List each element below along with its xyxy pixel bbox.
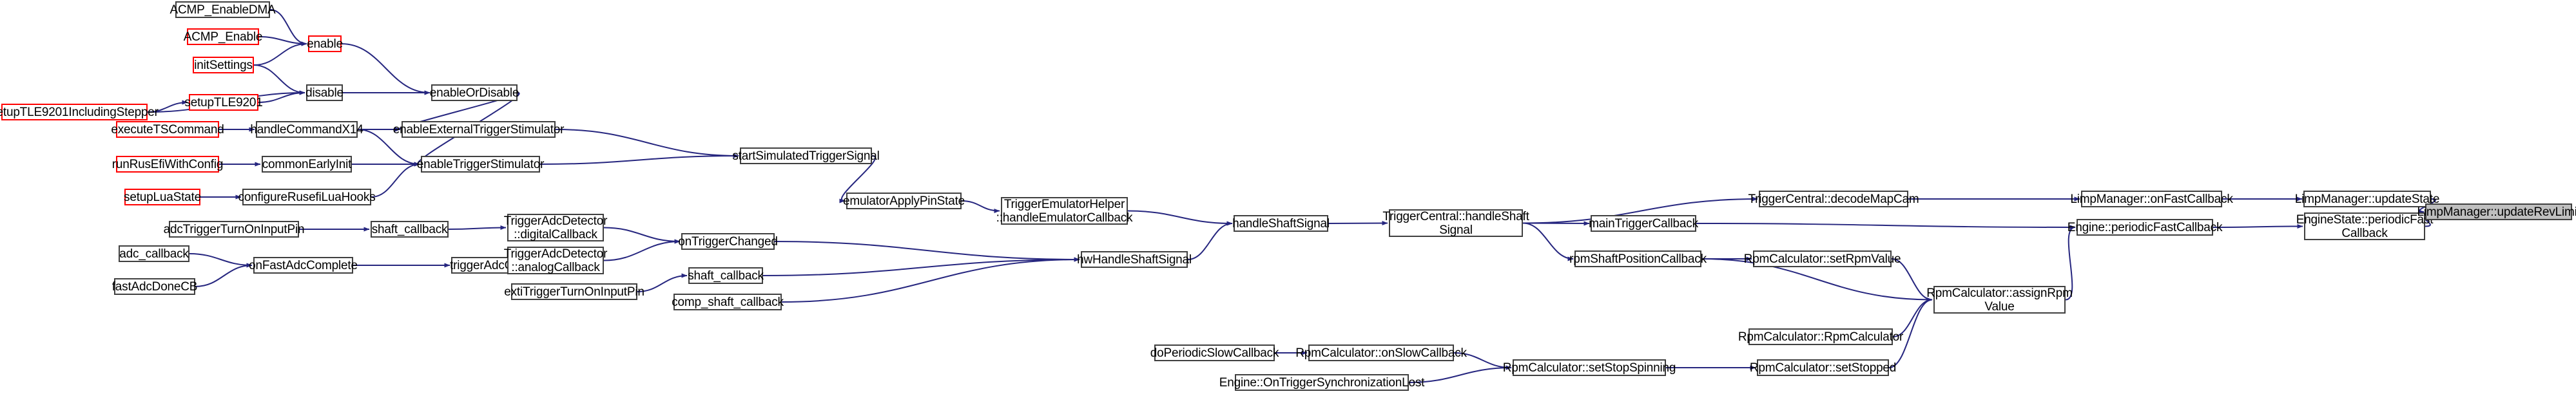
- graph-edge-init_settings-to-disable: [253, 64, 305, 95]
- graph-edge-trigger_adc_detector_digital_callback-to-on_trigger_changed: [603, 227, 681, 244]
- graph-edge-trigger_central_handle_shaft_signal-to-rpm_shaft_position_callback: [1522, 222, 1574, 261]
- graph-node-limp_manager_on_fast_callback[interactable]: LimpManager::onFastCallback: [2070, 191, 2233, 207]
- graph-edge-adc_callback-to-on_fast_adc_complete: [189, 253, 253, 268]
- graph-node-trigger_central_decode_map_cam[interactable]: TriggerCentral::decodeMapCam: [1748, 191, 1919, 207]
- graph-edge-shaft_callback_mid-to-hw_handle_shaft_signal: [762, 257, 1080, 276]
- graph-node-exti_trigger_turn_on_input_pin[interactable]: extiTriggerTurnOnInputPin: [504, 283, 644, 300]
- graph-node-rpm_shaft_position_callback[interactable]: rpmShaftPositionCallback: [1569, 250, 1707, 267]
- graph-node-enable[interactable]: enable: [307, 35, 343, 52]
- graph-edge-trigger_central_handle_shaft_signal-to-main_trigger_callback: [1522, 221, 1590, 226]
- graph-node-run_rusefi_with_config[interactable]: runRusEfiWithConfig: [112, 156, 223, 173]
- graph-node-limp_manager_update_rev_limit[interactable]: LimpManager::updateRevLimit: [2417, 203, 2576, 220]
- graph-node-enable_trigger_stimulator[interactable]: enableTriggerStimulator: [417, 156, 544, 173]
- graph-node-engine_on_trigger_synchronization_lost[interactable]: Engine::OnTriggerSynchronizationLost: [1219, 374, 1424, 391]
- graph-node-setup_lua_state[interactable]: setupLuaState: [124, 189, 201, 205]
- graph-node-setup_tle9201[interactable]: setupTLE9201: [184, 94, 263, 111]
- graph-node-shaft_callback_mid[interactable]: shaft_callback: [688, 267, 764, 284]
- graph-node-start_simulated_trigger_signal[interactable]: startSimulatedTriggerSignal: [732, 147, 880, 164]
- graph-node-fast_adc_done_cb[interactable]: fastAdcDoneCB: [112, 278, 197, 295]
- graph-edge-engine_periodic_fast_callback-to-engine_state_periodic_fast_callback: [2213, 224, 2303, 229]
- graph-node-handle_shaft_signal[interactable]: handleShaftSignal: [1232, 215, 1330, 232]
- graph-node-adc_trigger_turn_on_input_pin[interactable]: adcTriggerTurnOnInputPin: [164, 221, 305, 238]
- graph-node-trigger_emulator_helper_handle_emulator_callback[interactable]: TriggerEmulatorHelper ::handleEmulatorCa…: [996, 197, 1133, 225]
- graph-node-engine_periodic_fast_callback[interactable]: Engine::periodicFastCallback: [2068, 219, 2222, 236]
- graph-edge-comp_shaft_callback-to-hw_handle_shaft_signal: [781, 257, 1080, 303]
- graph-edge-configure_rusefi_lua_hooks-to-enable_trigger_stimulator: [371, 162, 420, 198]
- graph-node-do_periodic_slow_callback[interactable]: doPeriodicSlowCallback: [1150, 344, 1279, 361]
- graph-edge-shaft_callback_top-to-trigger_adc_detector_digital_callback: [448, 225, 507, 231]
- graph-edge-main_trigger_callback-to-engine_periodic_fast_callback: [1696, 223, 2076, 230]
- graph-node-engine_state_periodic_fast_callback[interactable]: EngineState::periodicFast Callback: [2296, 212, 2434, 240]
- graph-node-trigger_adc_detector_analog_callback[interactable]: TriggerAdcDetector ::analogCallback: [503, 247, 608, 274]
- graph-edge-setup_tle9201-to-disable: [258, 90, 305, 103]
- graph-node-enable_external_trigger_stimulator[interactable]: enableExternalTriggerStimulator: [393, 121, 564, 138]
- graph-node-enable_or_disable[interactable]: enableOrDisable: [430, 84, 519, 101]
- graph-node-shaft_callback_top[interactable]: shaft_callback: [371, 221, 449, 238]
- graph-node-init_settings[interactable]: initSettings: [193, 57, 254, 73]
- graph-edge-exti_trigger_turn_on_input_pin-to-shaft_callback_mid: [637, 273, 688, 292]
- graph-node-rpm_calculator_assign_rpm_value[interactable]: RpmCalculator::assignRpm Value: [1926, 286, 2073, 314]
- graph-node-comp_shaft_callback[interactable]: comp_shaft_callback: [672, 294, 784, 310]
- graph-node-acmp_enable_dma[interactable]: ACMP_EnableDMA: [169, 1, 276, 18]
- graph-node-emulator_apply_pin_state[interactable]: emulatorApplyPinState: [843, 193, 965, 209]
- graph-node-common_early_init[interactable]: commonEarlyInit: [262, 156, 352, 173]
- graph-node-setup_tle9201_including_stepper[interactable]: setupTLE9201IncludingStepper: [0, 104, 159, 120]
- graph-edge-enable_external_trigger_stimulator-to-start_simulated_trigger_signal: [555, 129, 739, 158]
- graph-edge-enable_trigger_stimulator-to-start_simulated_trigger_signal: [539, 153, 739, 165]
- graph-node-limp_manager_update_state[interactable]: LimpManager::updateState: [2295, 191, 2439, 207]
- graph-edge-emulator_apply_pin_state-to-trigger_emulator_helper_handle_emulator_callback: [961, 200, 1000, 213]
- graph-node-handle_command_x14[interactable]: handleCommandX14: [250, 121, 363, 138]
- graph-edge-fast_adc_done_cb-to-on_fast_adc_complete: [195, 263, 253, 287]
- graph-node-disable[interactable]: disable: [305, 84, 344, 101]
- graph-node-rpm_calculator_set_rpm_value[interactable]: RpmCalculator::setRpmValue: [1744, 250, 1901, 267]
- graph-node-adc_callback[interactable]: adc_callback: [119, 245, 189, 262]
- graph-node-rpm_calculator_on_slow_callback[interactable]: RpmCalculator::onSlowCallback: [1295, 344, 1467, 361]
- graph-node-on_fast_adc_complete[interactable]: onFastAdcComplete: [249, 257, 358, 274]
- graph-node-on_trigger_changed[interactable]: onTriggerChanged: [678, 233, 778, 250]
- graph-node-execute_ts_command[interactable]: executeTSCommand: [111, 121, 224, 138]
- graph-node-rpm_calculator_set_stopped[interactable]: RpmCalculator::setStopped: [1750, 359, 1896, 376]
- graph-node-main_trigger_callback[interactable]: mainTriggerCallback: [1589, 215, 1698, 232]
- graph-edge-trigger_emulator_helper_handle_emulator_callback-to-handle_shaft_signal: [1127, 210, 1233, 226]
- graph-edge-trigger_adc_detector_analog_callback-to-on_trigger_changed: [603, 239, 681, 261]
- graph-node-hw_handle_shaft_signal[interactable]: hwHandleShaftSignal: [1077, 251, 1192, 268]
- graph-node-trigger_adc_detector_digital_callback[interactable]: TriggerAdcDetector ::digitalCallback: [503, 214, 608, 241]
- graph-edge-on_trigger_changed-to-hw_handle_shaft_signal: [774, 241, 1080, 262]
- graph-node-trigger_central_handle_shaft_signal[interactable]: TriggerCentral::handleShaft Signal: [1382, 209, 1529, 237]
- graph-node-acmp_enable[interactable]: ACMP_Enable: [184, 28, 262, 45]
- graph-edge-enable-to-enable_or_disable: [341, 43, 431, 95]
- graph-node-configure_rusefi_lua_hooks[interactable]: configureRusefiLuaHooks: [238, 189, 376, 205]
- graph-edge-acmp_enable-to-enable: [258, 36, 307, 46]
- graph-node-rpm_calculator_set_stop_spinning[interactable]: RpmCalculator::setStopSpinning: [1503, 359, 1676, 376]
- graph-edge-init_settings-to-enable: [253, 41, 307, 66]
- graph-edge-handle_shaft_signal-to-trigger_central_handle_shaft_signal: [1328, 221, 1388, 226]
- graph-edge-hw_handle_shaft_signal-to-handle_shaft_signal: [1187, 221, 1233, 260]
- graph-node-rpm_calculator_rpm_calculator[interactable]: RpmCalculator::RpmCalculator: [1738, 328, 1903, 345]
